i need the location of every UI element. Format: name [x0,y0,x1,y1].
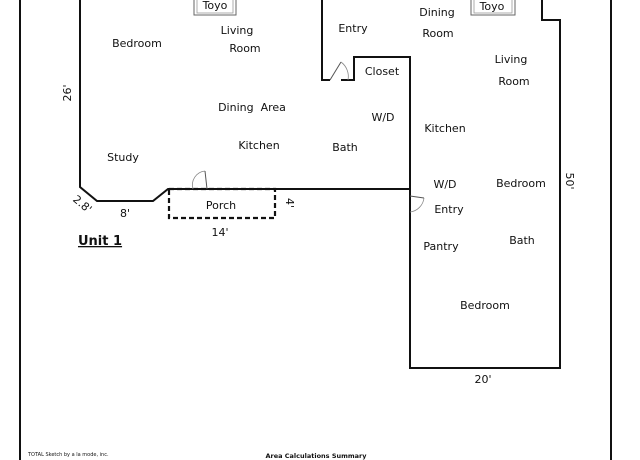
toyo-heater-icon-left [193,0,237,16]
room-label-toyo-left: Toyo [202,0,228,12]
room-label-wd-left: W/D [371,111,394,124]
room-label-entry-left: Entry [338,22,368,35]
room-label-bath-right: Bath [509,234,535,247]
room-label-living-left: Living [221,24,254,37]
porch-outline [167,187,277,220]
unit2-wall-outline [409,10,561,369]
room-label-living-room-left: Room [229,42,260,55]
dimension-bottom-short: 8' [120,207,130,220]
room-label-dining-area: Dining Area [218,101,286,114]
room-label-dining-right: Dining [419,6,455,19]
room-label-dining-room-right: Room [422,27,453,40]
area-summary-title: Area Calculations Summary [265,452,367,460]
room-label-pantry: Pantry [423,240,459,253]
entry-wall [321,0,330,81]
room-label-closet: Closet [365,65,400,78]
room-label-porch: Porch [206,199,236,212]
room-label-kitchen-left: Kitchen [238,139,279,152]
entry-door-swing [340,61,349,81]
porch-door-leaf [204,170,208,190]
unit-label: Unit 1 [78,234,122,249]
dimension-right-height: 50' [563,172,576,189]
porch-door-swing [192,170,206,190]
room-label-bath-left: Bath [332,141,358,154]
room-label-wd-right: W/D [433,178,456,191]
entry-door-leaf [329,61,342,81]
room-label-living-room-right: Room [498,75,529,88]
dimension-porch-width: 14' [211,226,228,239]
unit2-entry-door-swing [409,197,425,213]
dimension-left-height: 26' [61,84,74,101]
dimension-porch-depth: 4' [283,198,296,208]
room-label-bedroom-right-2: Bedroom [460,299,510,312]
dimension-right-bottom: 20' [474,373,491,386]
unit2-entry-door-leaf [409,195,425,199]
room-label-toyo-right: Toyo [479,0,505,13]
room-label-living-right: Living [495,53,528,66]
room-label-entry-right: Entry [434,203,464,216]
unit1-wall-outline [79,0,411,202]
software-credit: TOTAL Sketch by a la mode, inc. [27,452,109,458]
toyo-heater-icon-left-inner [196,0,234,14]
toyo-heater-icon-right [470,0,516,16]
room-label-bedroom-right-1: Bedroom [496,177,546,190]
room-label-kitchen-right: Kitchen [424,122,465,135]
room-label-bedroom-left: Bedroom [112,37,162,50]
toyo-heater-icon-right-inner [473,0,513,14]
room-label-study: Study [107,151,139,164]
